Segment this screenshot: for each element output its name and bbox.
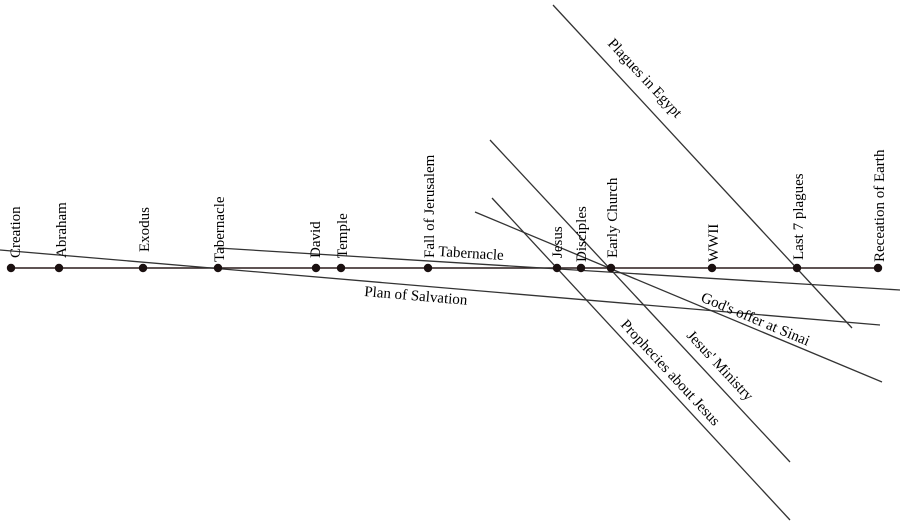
- jesus-ministry-line: [489, 139, 791, 463]
- gods-offer-line: [474, 211, 883, 383]
- event-label-temple: Temple: [335, 213, 351, 258]
- dot-receation-of-earth: [873, 263, 883, 273]
- line-label-plagues-egypt: Plagues in Egypt: [604, 36, 685, 122]
- event-label-abraham: Abraham: [54, 202, 70, 258]
- event-label-receation-of-earth: Receation of Earth: [872, 149, 888, 262]
- event-label-early-church: Early Church: [605, 177, 621, 258]
- line-label-tabernacle: Tabernacle: [438, 244, 505, 264]
- dot-david: [311, 263, 321, 273]
- event-label-last-7-plagues: Last 7 plagues: [791, 173, 807, 260]
- event-label-david: David: [308, 221, 324, 258]
- event-label-fall-of-jerusalem: Fall of Jerusalem: [422, 154, 438, 258]
- event-label-jesus: Jesus: [550, 226, 566, 258]
- dot-last-7-plagues: [792, 263, 802, 273]
- dot-wwii: [707, 263, 717, 273]
- plagues-egypt-line: [552, 4, 853, 329]
- plan-of-salvation-line: [0, 249, 881, 326]
- event-label-tabernacle: Tabernacle: [212, 196, 228, 262]
- line-label-gods-offer: God's offer at Sinai: [698, 290, 811, 350]
- prophecies-line: [491, 197, 791, 521]
- dot-exodus: [138, 263, 148, 273]
- event-label-wwii: WWII: [706, 224, 722, 262]
- dot-tabernacle: [213, 263, 223, 273]
- event-labels: Creation Abraham Exodus Tabernacle David…: [8, 149, 888, 262]
- event-label-exodus: Exodus: [137, 207, 153, 252]
- dot-disciples: [576, 263, 586, 273]
- event-label-disciples: Disciples: [574, 206, 590, 262]
- event-label-creation: Creation: [8, 206, 24, 258]
- dot-early-church: [606, 263, 616, 273]
- dot-jesus: [552, 263, 562, 273]
- dot-creation: [6, 263, 16, 273]
- event-dots: [6, 263, 883, 273]
- dot-abraham: [54, 263, 64, 273]
- dot-temple: [336, 263, 346, 273]
- dot-fall-of-jerusalem: [423, 263, 433, 273]
- line-label-plan-of-salvation: Plan of Salvation: [364, 284, 469, 309]
